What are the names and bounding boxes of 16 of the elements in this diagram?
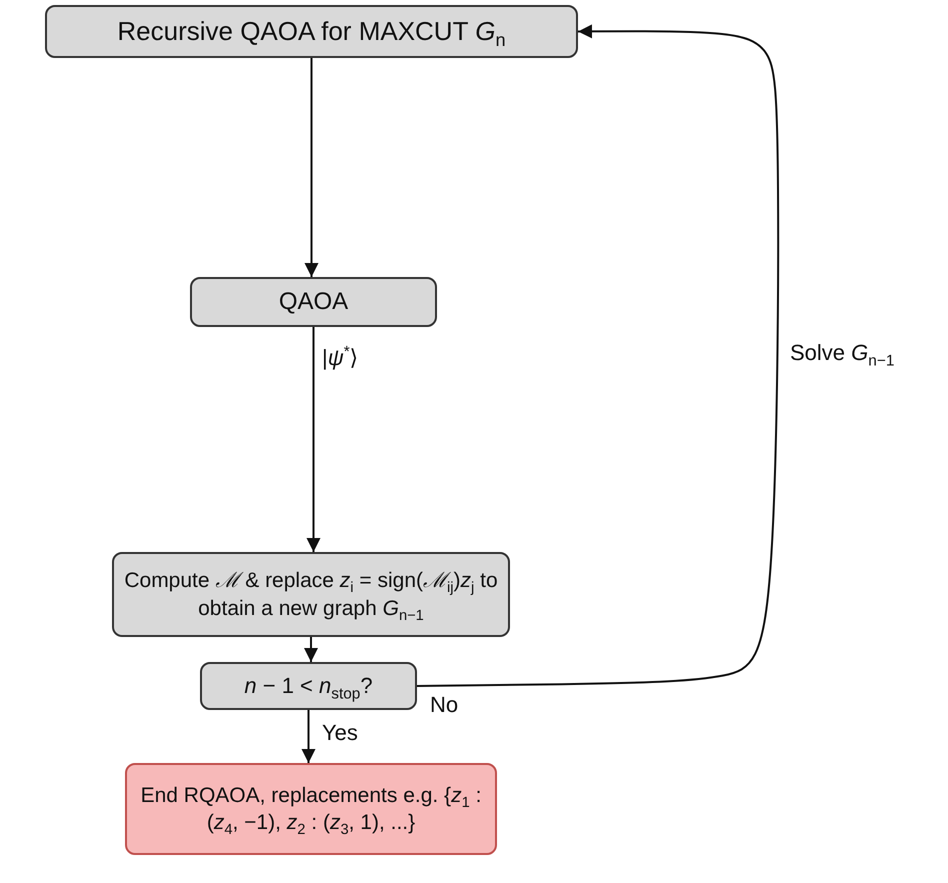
process-box (190, 277, 437, 327)
process-box (200, 662, 417, 710)
box-text: End RQAOA, replacements e.g. {z$_{1}$ : (z$_{4}$, −1), z$_{2}$ : (z$_{3}$, 1), ...} (140, 782, 482, 836)
arrow (302, 710, 316, 763)
process-box (125, 763, 497, 855)
arrow (304, 58, 318, 277)
process-box (112, 552, 510, 637)
edge-label: |ψ$^{*}$⟩ (322, 345, 359, 371)
box-text: n − 1 < n$_{stop}$? (244, 672, 373, 700)
arrow (306, 327, 320, 552)
box-text: Compute ℳ & replace z$_{i}$ = sign(ℳ$_{ij}$)z$_{j}$ to obtain a new graph G$_{n−1}$ (123, 568, 499, 622)
process-box (45, 5, 578, 58)
arrow (304, 637, 318, 662)
box-text: Recursive QAOA for MAXCUT G$_{n}$ (117, 14, 506, 48)
arrow (416, 24, 780, 687)
box-text: QAOA (278, 287, 348, 318)
